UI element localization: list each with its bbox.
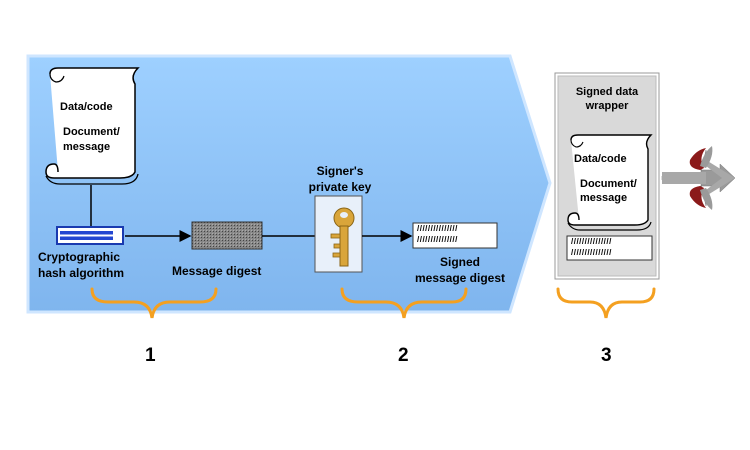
hatch-text-wrapper: /////////////// bbox=[571, 237, 612, 246]
hash-algorithm-label: Cryptographic hash algorithm bbox=[38, 250, 125, 280]
scroll-body-1: Document/ message bbox=[63, 126, 120, 153]
hash-arrow-icon bbox=[56, 226, 124, 245]
hatch-text-signed-2: /////////////// bbox=[417, 235, 458, 244]
split-arrow-icon bbox=[661, 146, 736, 210]
scroll-title-1: Data/code bbox=[60, 101, 113, 113]
signer-key-label: Signer's private key bbox=[308, 164, 372, 194]
wrapper-signed-digest-box bbox=[566, 235, 653, 261]
key-icon bbox=[314, 195, 363, 273]
message-digest-label: Message digest bbox=[172, 264, 262, 278]
message-digest-block bbox=[191, 221, 263, 250]
brace-step-3 bbox=[556, 287, 656, 319]
hatch-text-signed: /////////////// bbox=[417, 224, 458, 233]
step-number-1: 1 bbox=[145, 345, 156, 366]
scroll-icon bbox=[567, 134, 653, 231]
step-number-2: 2 bbox=[398, 345, 409, 366]
hatch-text-wrapper-2: /////////////// bbox=[571, 248, 612, 257]
scroll-title-3: Data/code bbox=[574, 153, 627, 165]
step-number-3: 3 bbox=[601, 345, 612, 366]
wrapper-label: Signed data wrapper bbox=[575, 86, 639, 112]
brace-step-1 bbox=[90, 287, 218, 319]
scroll-icon bbox=[45, 67, 140, 185]
brace-step-2 bbox=[340, 287, 468, 319]
signed-digest-label: Signed message digest bbox=[414, 255, 506, 285]
scroll-body-3: Document/ message bbox=[580, 178, 637, 204]
signed-digest-box bbox=[412, 222, 498, 249]
